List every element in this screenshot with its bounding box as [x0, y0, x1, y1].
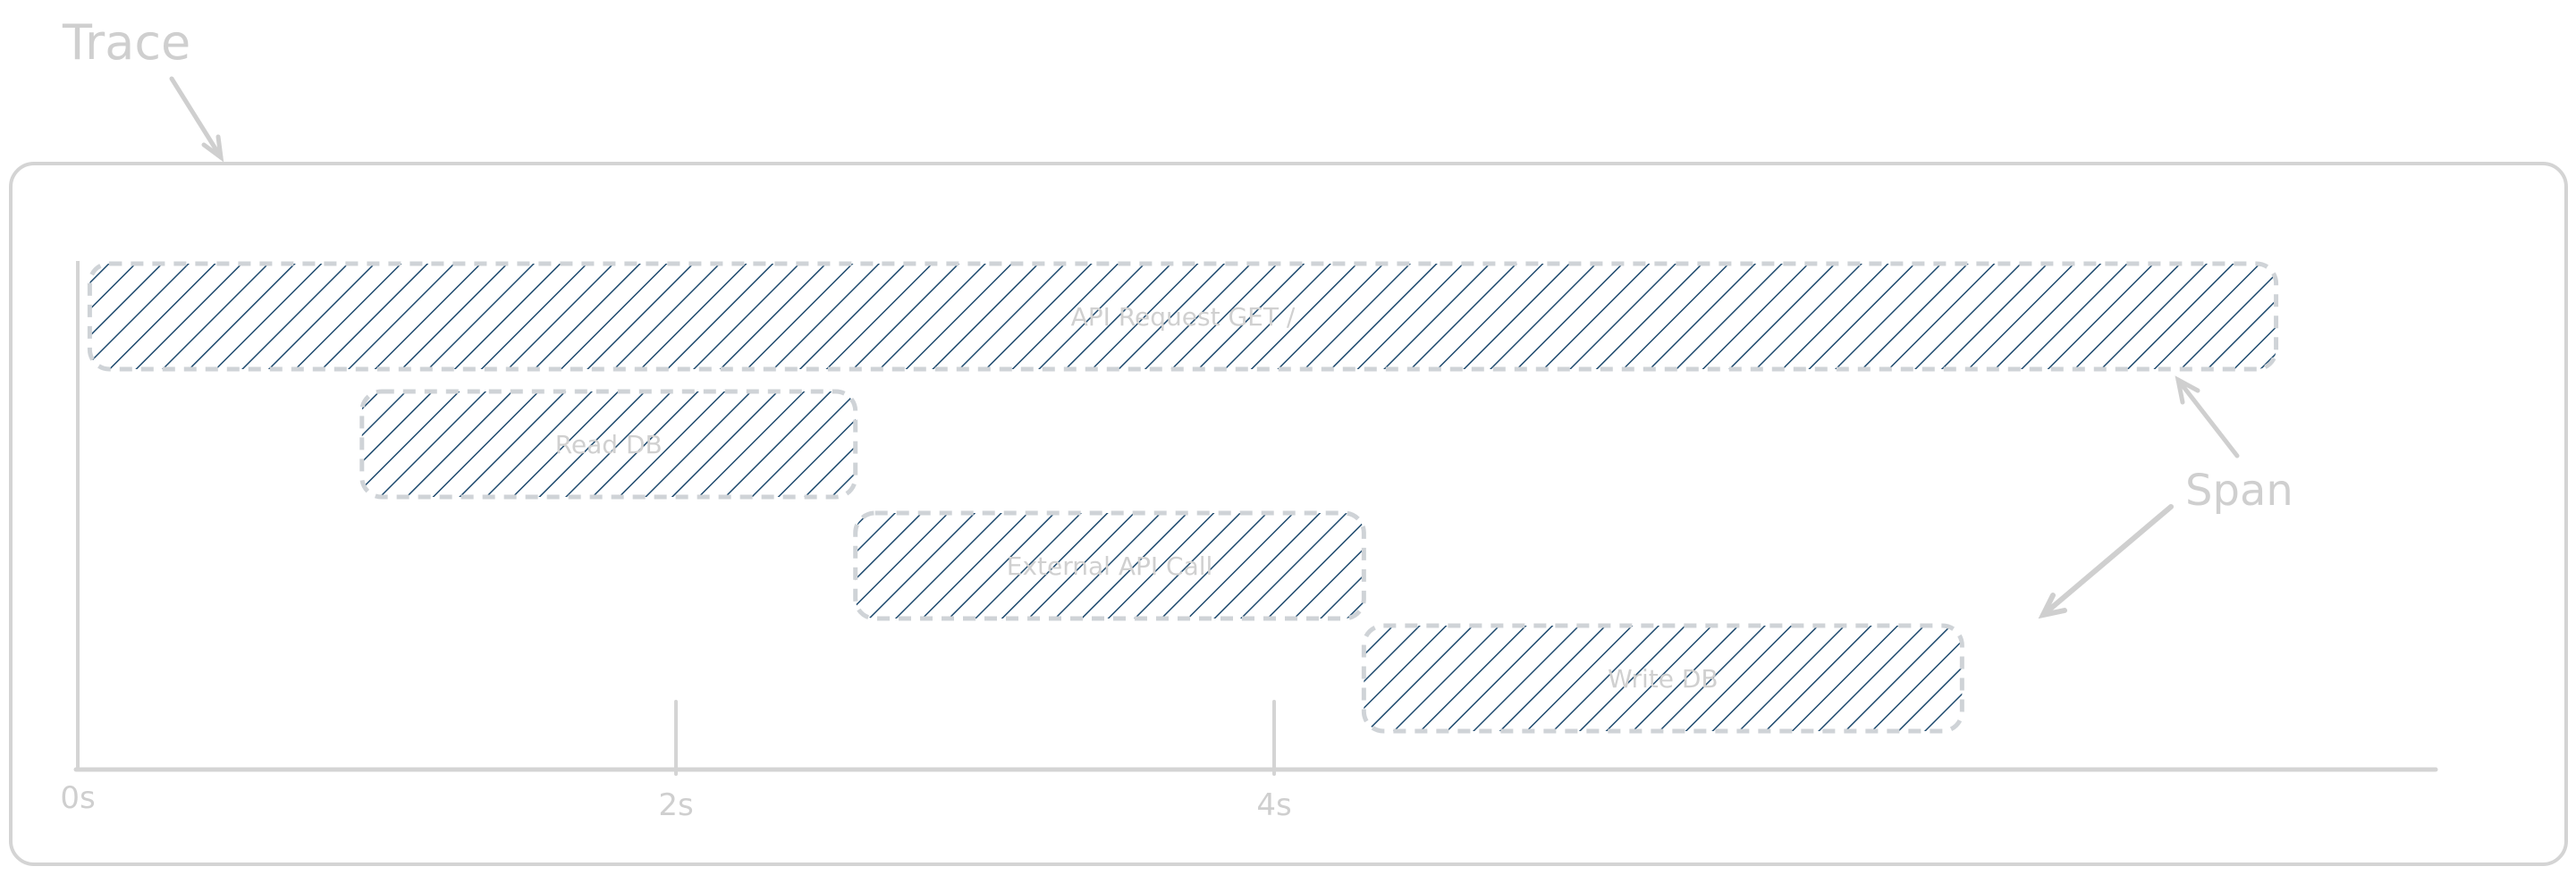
- span-label: Span: [2185, 466, 2293, 516]
- span-rect: [359, 389, 858, 500]
- trace-frame: [9, 162, 2568, 866]
- axis-tick-label: 2s: [658, 787, 693, 823]
- span-rect: [87, 261, 2279, 372]
- span-bar[interactable]: API Request GET /: [87, 261, 2279, 372]
- span-bar[interactable]: Write DB: [1361, 623, 1964, 734]
- trace-arrow-icon: [169, 76, 224, 163]
- span-rect: [853, 510, 1366, 621]
- span-rect: [1361, 623, 1964, 734]
- span-label-text: API Request GET /: [1071, 302, 1296, 332]
- axis-tick-label: 4s: [1256, 787, 1291, 823]
- span-arrow-down-icon: [2038, 504, 2174, 619]
- span-label-text: Read DB: [555, 430, 663, 459]
- span-arrow-up-icon: [2175, 375, 2240, 459]
- span-bar[interactable]: External API Call: [853, 510, 1366, 621]
- trace-label: Trace: [62, 14, 190, 71]
- axis-tick-label: 0s: [60, 780, 95, 816]
- span-bar[interactable]: Read DB: [359, 389, 858, 500]
- span-label-text: External API Call: [1007, 551, 1213, 581]
- span-label-text: Write DB: [1608, 664, 1719, 694]
